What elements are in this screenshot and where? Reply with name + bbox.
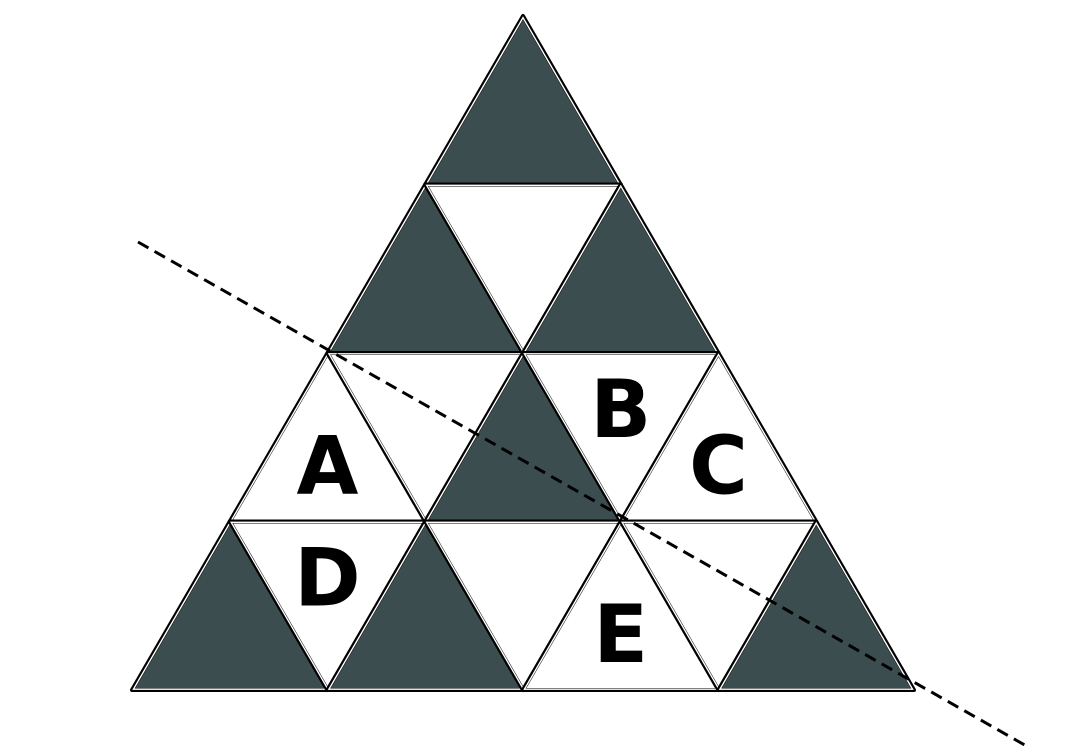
tiles-layer: [130, 14, 916, 692]
labels-layer: A BC D E: [294, 363, 748, 681]
shaded-triangle-r1-c1: [423, 14, 623, 187]
triangle-label-a: A: [297, 419, 359, 512]
shaded-triangle-r4-c7: [716, 519, 916, 692]
triangle-label-c: C: [689, 419, 748, 512]
triangle-label-b: B: [590, 363, 651, 456]
triangle-inner-edge: [718, 521, 914, 690]
triangle-label-d: D: [294, 532, 360, 625]
triangle-label-e: E: [593, 588, 648, 681]
